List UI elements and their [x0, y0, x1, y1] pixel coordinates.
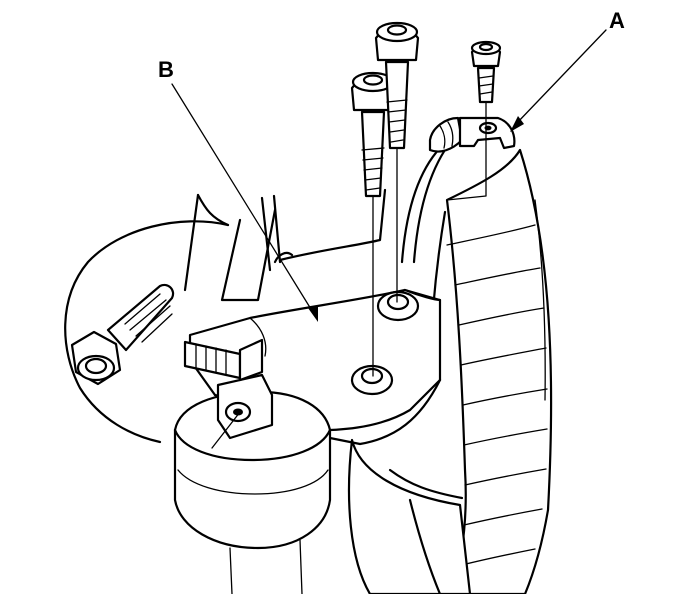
mount-cylinder [173, 390, 332, 594]
mount-block [216, 373, 274, 440]
mount-stud [183, 338, 264, 382]
ground-terminal [428, 116, 516, 153]
callout-b: B [158, 57, 174, 82]
vertical-bolt-front [350, 71, 396, 198]
horizontal-bolt [70, 283, 175, 386]
alignment-lines [211, 101, 487, 449]
callout-a: A [609, 8, 625, 33]
leader-lines [171, 29, 607, 322]
transmission-housing [347, 438, 472, 594]
ground-bolt [470, 40, 502, 104]
frame-rod [220, 188, 387, 302]
radiator-hose [445, 148, 553, 594]
vertical-bolt-rear [374, 21, 420, 150]
detail-circle [64, 193, 230, 444]
